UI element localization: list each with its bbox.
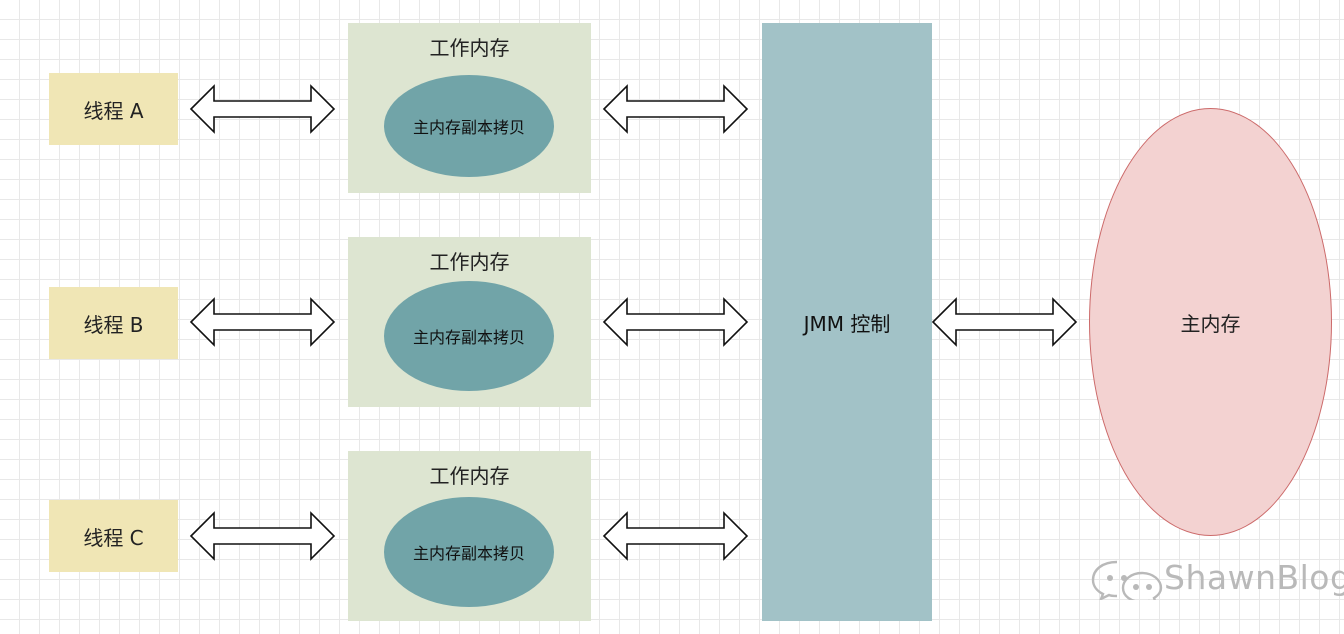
work-memory-box-1: 工作内存 主内存副本拷贝 [348, 23, 591, 193]
wechat-icon [1091, 560, 1163, 600]
main-memory-copy-label: 主内存副本拷贝 [412, 544, 525, 563]
work-memory-title: 工作内存 [429, 250, 510, 274]
main-memory-label: 主内存 [1180, 311, 1241, 336]
work-memory-box-2: 工作内存 主内存副本拷贝 [348, 237, 591, 407]
arrow-work-memory-3-to-jmm [602, 511, 749, 561]
main-memory-copy-ellipse: 主内存副本拷贝 [384, 281, 554, 391]
thread-a-label: 线程 A [83, 98, 144, 123]
watermark: ShawnBlog [1088, 554, 1344, 600]
arrow-work-memory-1-to-jmm [602, 84, 749, 134]
arrow-thread-c-to-work-memory [189, 511, 336, 561]
thread-a-box: 线程 A [49, 73, 178, 145]
thread-b-box: 线程 B [49, 287, 178, 359]
main-memory-ellipse: 主内存 [1089, 108, 1332, 536]
work-memory-title: 工作内存 [429, 464, 510, 488]
thread-b-label: 线程 B [83, 312, 144, 337]
watermark-text: ShawnBlog [1164, 557, 1344, 597]
main-memory-copy-label: 主内存副本拷贝 [412, 118, 525, 137]
arrow-thread-a-to-work-memory [189, 84, 336, 134]
thread-c-label: 线程 C [83, 525, 144, 550]
arrow-thread-b-to-work-memory [189, 297, 336, 347]
jmm-control-label: JMM 控制 [803, 311, 891, 336]
arrow-work-memory-2-to-jmm [602, 297, 749, 347]
thread-c-box: 线程 C [49, 500, 178, 572]
work-memory-title: 工作内存 [429, 36, 510, 60]
arrow-jmm-to-main-memory [931, 297, 1078, 347]
work-memory-box-3: 工作内存 主内存副本拷贝 [348, 451, 591, 621]
jmm-control-box: JMM 控制 [762, 23, 932, 621]
main-memory-copy-ellipse: 主内存副本拷贝 [384, 75, 554, 177]
main-memory-copy-label: 主内存副本拷贝 [412, 328, 525, 347]
main-memory-copy-ellipse: 主内存副本拷贝 [384, 497, 554, 607]
